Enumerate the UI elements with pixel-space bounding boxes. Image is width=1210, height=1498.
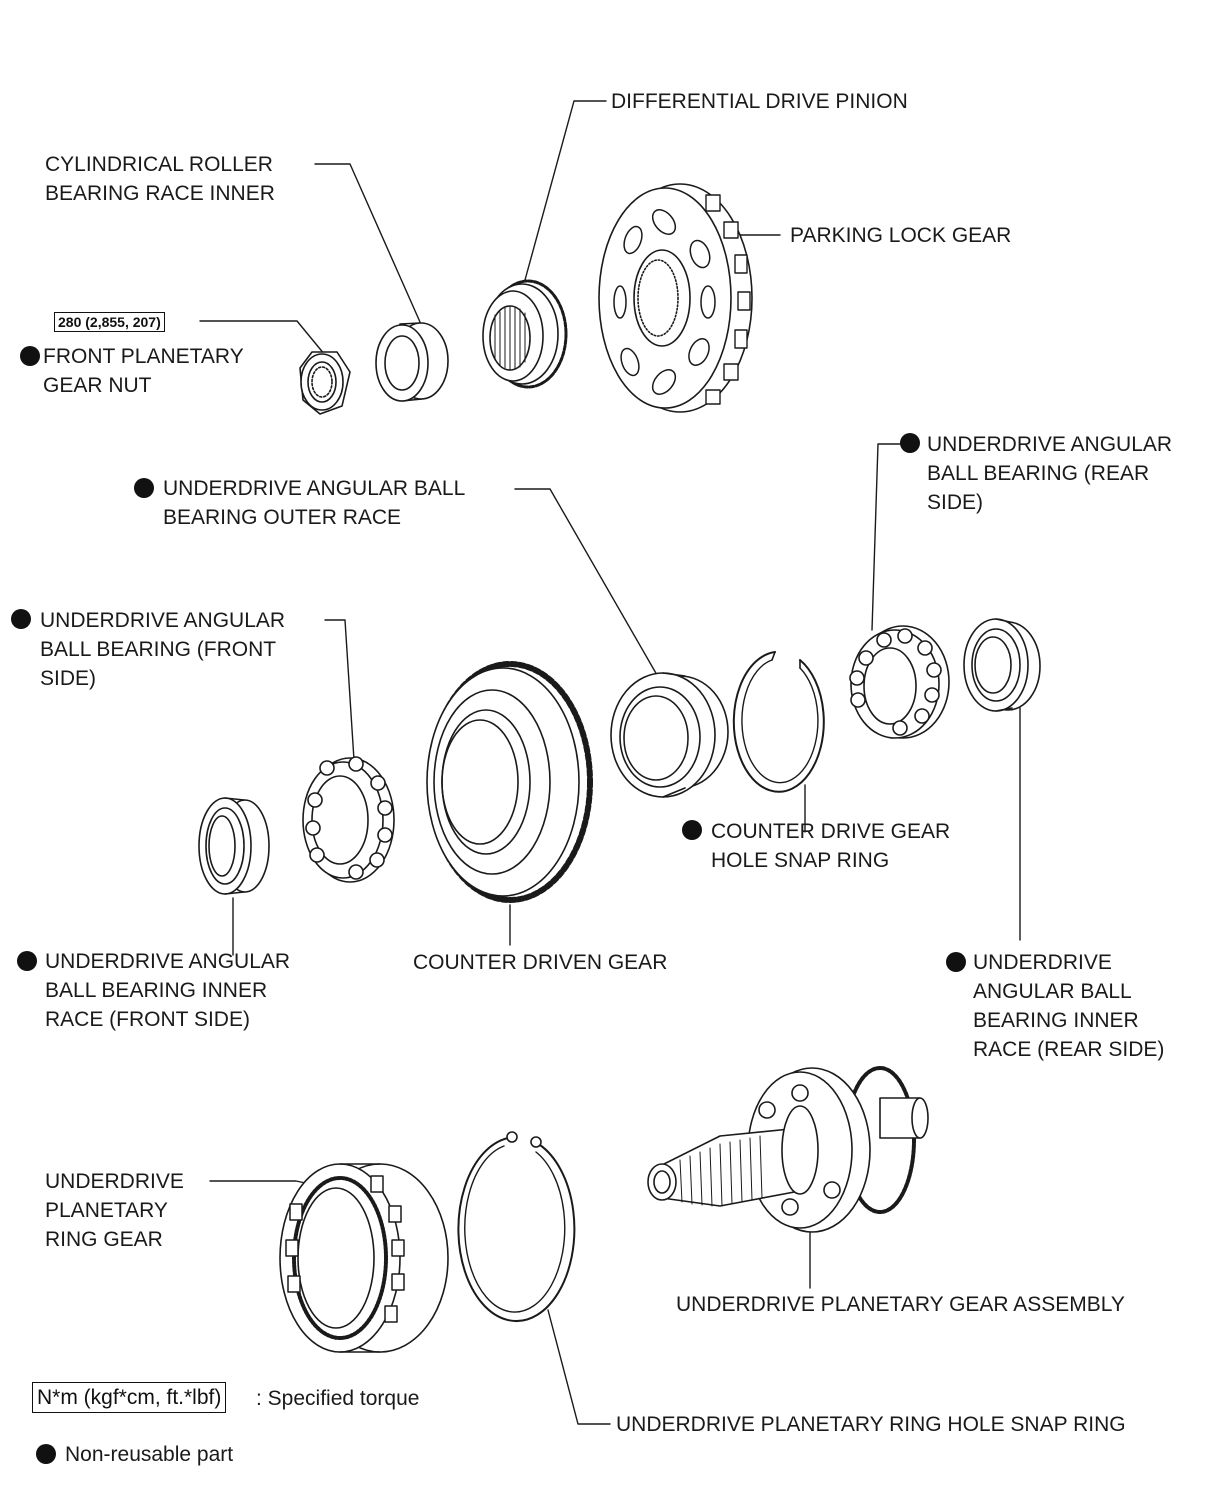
parking-lock-gear-drawing — [598, 183, 753, 413]
torque-spec-box: 280 (2,855, 207) — [54, 312, 165, 332]
counter-drive-snap-ring-drawing — [732, 651, 825, 793]
non-reusable-dot-icon — [17, 951, 37, 971]
label-front-planetary-gear-nut: FRONT PLANETARY GEAR NUT — [43, 345, 244, 397]
label-ud-bearing-outer-race: UNDERDRIVE ANGULAR BALL BEARING OUTER RA… — [163, 477, 466, 529]
front-planetary-gear-nut-drawing — [299, 351, 351, 415]
label-ud-bearing-front-side: UNDERDRIVE ANGULAR BALL BEARING (FRONT S… — [40, 609, 286, 690]
non-reusable-dot-icon — [900, 433, 920, 453]
ud-bearing-rear-drawing — [849, 625, 950, 739]
legend-non-reusable-text: Non-reusable part — [65, 1443, 234, 1466]
non-reusable-dot-icon — [20, 346, 40, 366]
non-reusable-dot-icon — [682, 820, 702, 840]
leader-lines — [199, 100, 1021, 1425]
ud-inner-race-front-drawing — [198, 797, 270, 895]
counter-driven-gear-drawing — [426, 661, 593, 903]
non-reusable-dot-icon — [134, 478, 154, 498]
ud-ring-snap-ring-drawing — [457, 1131, 576, 1322]
label-parking-lock-gear: PARKING LOCK GEAR — [790, 224, 1012, 247]
cylindrical-roller-bearing-race-drawing — [375, 322, 449, 402]
label-ud-inner-race-front: UNDERDRIVE ANGULAR BALL BEARING INNER RA… — [45, 950, 291, 1031]
legend-non-reusable-dot-icon — [36, 1444, 56, 1464]
label-cylindrical-roller-bearing-race-inner: CYLINDRICAL ROLLER BEARING RACE INNER — [45, 153, 275, 205]
ud-planetary-gear-assembly-drawing — [647, 1066, 929, 1233]
ud-planetary-ring-gear-drawing — [279, 1163, 449, 1353]
ud-outer-race-drawing — [610, 672, 729, 798]
non-reusable-dot-icon — [946, 952, 966, 972]
label-counter-driven-gear: COUNTER DRIVEN GEAR — [413, 951, 668, 974]
label-counter-drive-gear-snap-ring: COUNTER DRIVE GEAR HOLE SNAP RING — [711, 820, 951, 872]
non-reusable-dot-icon — [11, 609, 31, 629]
ud-inner-race-rear-drawing — [963, 618, 1041, 712]
ud-bearing-front-drawing — [302, 756, 395, 883]
label-ud-planetary-gear-assembly: UNDERDRIVE PLANETARY GEAR ASSEMBLY — [676, 1293, 1125, 1316]
label-ud-inner-race-rear: UNDERDRIVE ANGULAR BALL BEARING INNER RA… — [973, 951, 1165, 1061]
label-ud-planetary-ring-gear: UNDERDRIVE PLANETARY RING GEAR — [45, 1170, 184, 1251]
label-ud-bearing-rear-side: UNDERDRIVE ANGULAR BALL BEARING (REAR SI… — [927, 433, 1173, 514]
legend-torque-text: : Specified torque — [256, 1387, 420, 1410]
differential-drive-pinion-drawing — [482, 279, 568, 389]
legend-torque-box: N*m (kgf*cm, ft.*lbf) — [32, 1382, 227, 1413]
label-ud-ring-hole-snap-ring: UNDERDRIVE PLANETARY RING HOLE SNAP RING — [616, 1413, 1126, 1436]
label-differential-drive-pinion: DIFFERENTIAL DRIVE PINION — [611, 90, 908, 113]
